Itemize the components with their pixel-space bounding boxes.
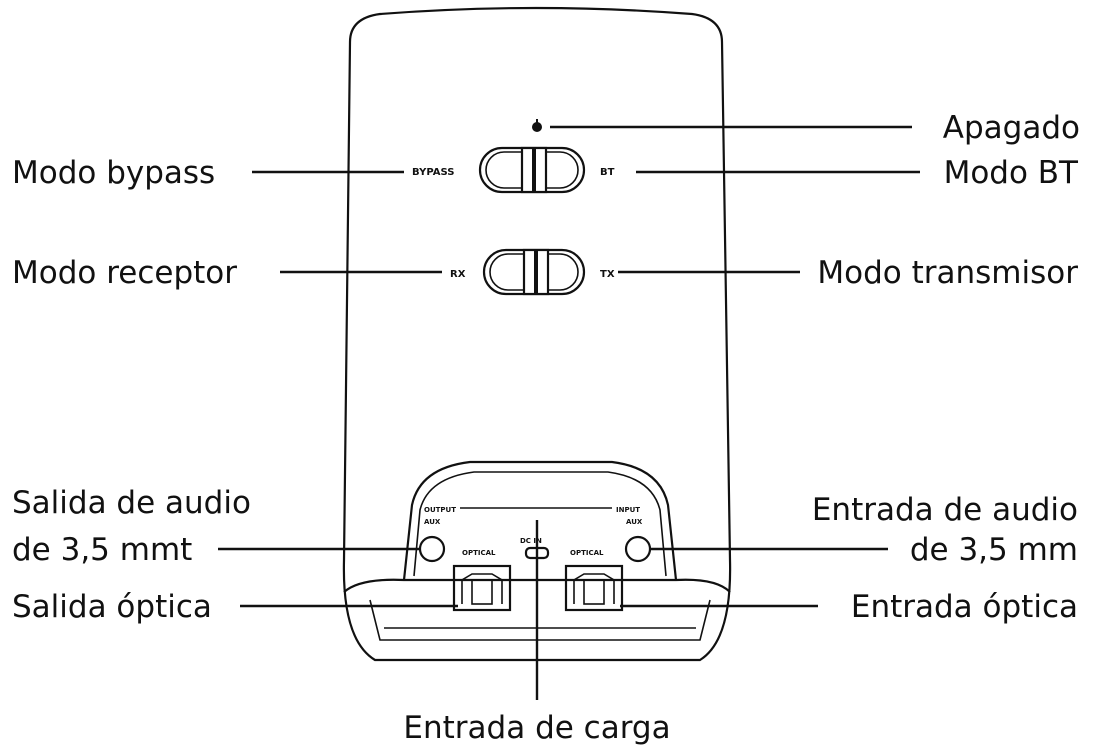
label-aux-left: AUX: [424, 518, 441, 526]
label-bt: BT: [600, 167, 615, 178]
aux-in-jack[interactable]: [624, 535, 652, 563]
callout-bypass-mode: Modo bypass: [12, 155, 215, 191]
rx-tx-switch[interactable]: [482, 248, 586, 296]
callout-audio-out-line2: de 3,5 mmt: [12, 532, 192, 568]
callout-receiver-mode: Modo receptor: [12, 255, 237, 291]
label-bypass: BYPASS: [412, 167, 454, 178]
label-input: INPUT: [616, 506, 640, 514]
callout-audio-out-line1: Salida de audio: [12, 485, 251, 521]
callout-optical-out: Salida óptica: [12, 589, 212, 625]
device-body: [342, 6, 732, 662]
callout-optical-in: Entrada óptica: [851, 589, 1078, 625]
bypass-bt-switch[interactable]: [478, 146, 586, 194]
callout-transmitter-mode: Modo transmisor: [817, 255, 1078, 291]
optical-in-port[interactable]: [564, 564, 624, 612]
label-optical-left: OPTICAL: [462, 549, 496, 557]
callout-bt-mode: Modo BT: [944, 155, 1079, 191]
label-dc-in: DC IN: [520, 537, 542, 545]
label-aux-right: AUX: [626, 518, 643, 526]
callout-power-off: Apagado: [943, 110, 1080, 146]
callout-audio-in-line2: de 3,5 mm: [910, 532, 1078, 568]
label-tx: TX: [600, 269, 615, 280]
connector-bay-inner: [413, 471, 667, 577]
power-icon: [532, 119, 542, 132]
connector-bay: [402, 460, 678, 581]
optical-out-port[interactable]: [452, 564, 512, 612]
callout-audio-in-line1: Entrada de audio: [812, 492, 1078, 528]
bay-base: [343, 578, 731, 593]
label-output: OUTPUT: [424, 506, 456, 514]
callout-charging-input: Entrada de carga: [403, 710, 670, 746]
aux-out-jack[interactable]: [418, 535, 446, 563]
bay-base-inner: [369, 599, 711, 641]
label-rx: RX: [450, 269, 466, 280]
label-optical-right: OPTICAL: [570, 549, 604, 557]
